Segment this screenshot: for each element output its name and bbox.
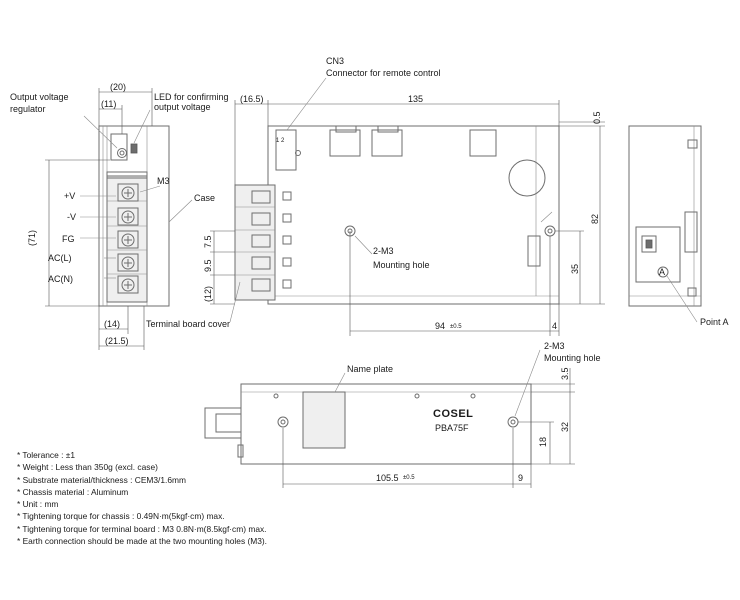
label-m3: M3	[157, 176, 170, 186]
label-cn3-desc: Connector for remote control	[326, 68, 441, 78]
terminal-label: -V	[67, 212, 76, 222]
dim-7-5: 7.5	[203, 235, 213, 248]
dim-20: (20)	[110, 82, 126, 92]
dim-18: 18	[538, 437, 548, 447]
dim-9-5: 9.5	[203, 259, 213, 272]
dim-21-5: (21.5)	[105, 336, 129, 346]
terminal-screw	[117, 230, 139, 249]
terminal-screw	[117, 207, 139, 226]
label-cn3: CN3	[326, 56, 344, 66]
dim-4: 4	[552, 321, 557, 331]
dim-0-5: 0.5	[592, 111, 602, 124]
dim-14: (14)	[104, 319, 120, 329]
label-regulator-1: Output voltage	[10, 92, 69, 102]
dim-94: 94	[435, 321, 445, 331]
bottom-view	[204, 349, 575, 488]
dim-3-5: 3.5	[560, 367, 570, 380]
terminal-screw	[117, 183, 139, 202]
dim-9: 9	[518, 473, 523, 483]
label-point-a: Point A	[700, 317, 729, 327]
dim-11: (11)	[101, 99, 116, 109]
label-terminal-board-cover: Terminal board cover	[146, 319, 230, 329]
dim-82: 82	[590, 214, 600, 224]
label-mounting-hole: 2-M3	[373, 246, 394, 256]
note: * Tightening torque for chassis : 0.49N·…	[17, 511, 225, 522]
label-mounting-hole-bottom-desc: Mounting hole	[544, 353, 601, 363]
note: * Weight : Less than 350g (excl. case)	[17, 462, 158, 473]
dim-135: 135	[408, 94, 423, 104]
label-led-1: LED for confirming	[154, 92, 229, 102]
label-mounting-hole-desc: Mounting hole	[373, 260, 430, 270]
note: * Chassis material : Aluminum	[17, 486, 129, 497]
terminal-label: AC(N)	[48, 274, 73, 284]
notes-list: * Tolerance : ±1 * Weight : Less than 35…	[17, 449, 267, 547]
label-regulator-2: regulator	[10, 104, 46, 114]
dim-71: (71)	[27, 230, 37, 246]
terminal-screw	[117, 253, 139, 272]
dim-105-5: 105.5	[376, 473, 399, 483]
dim-105-5-tolerance: ±0.5	[403, 475, 415, 481]
label-layer: Output voltage regulator LED for confirm…	[10, 56, 729, 483]
note: * Tolerance : ±1	[17, 450, 75, 460]
dim-94-tolerance: ±0.5	[450, 324, 462, 330]
dim-32: 32	[560, 422, 570, 432]
note: * Unit : mm	[17, 499, 59, 510]
label-case: Case	[194, 193, 215, 203]
end-view	[628, 125, 702, 323]
dim-35: 35	[570, 264, 580, 274]
label-led-2: output voltage	[154, 102, 211, 112]
model-label: PBA75F	[435, 423, 469, 433]
terminal-screw	[117, 275, 139, 294]
dim-16-5: (16.5)	[240, 94, 264, 104]
terminal-label: +V	[64, 191, 75, 201]
note: * Substrate material/thickness : CEM3/1.…	[17, 474, 186, 485]
note: * Earth connection should be made at the…	[17, 536, 267, 547]
side-view	[45, 88, 193, 350]
cn3-pins: 1 2	[276, 138, 285, 144]
point-a-mark: A	[659, 267, 665, 277]
dim-12: (12)	[203, 286, 213, 302]
note: * Tightening torque for terminal board :…	[17, 523, 267, 534]
terminal-label: FG	[62, 234, 75, 244]
label-mounting-hole-bottom: 2-M3	[544, 341, 565, 351]
top-view	[210, 77, 605, 336]
label-name-plate: Name plate	[347, 364, 393, 374]
brand-logo: COSEL	[433, 408, 473, 420]
terminal-label: AC(L)	[48, 253, 72, 263]
